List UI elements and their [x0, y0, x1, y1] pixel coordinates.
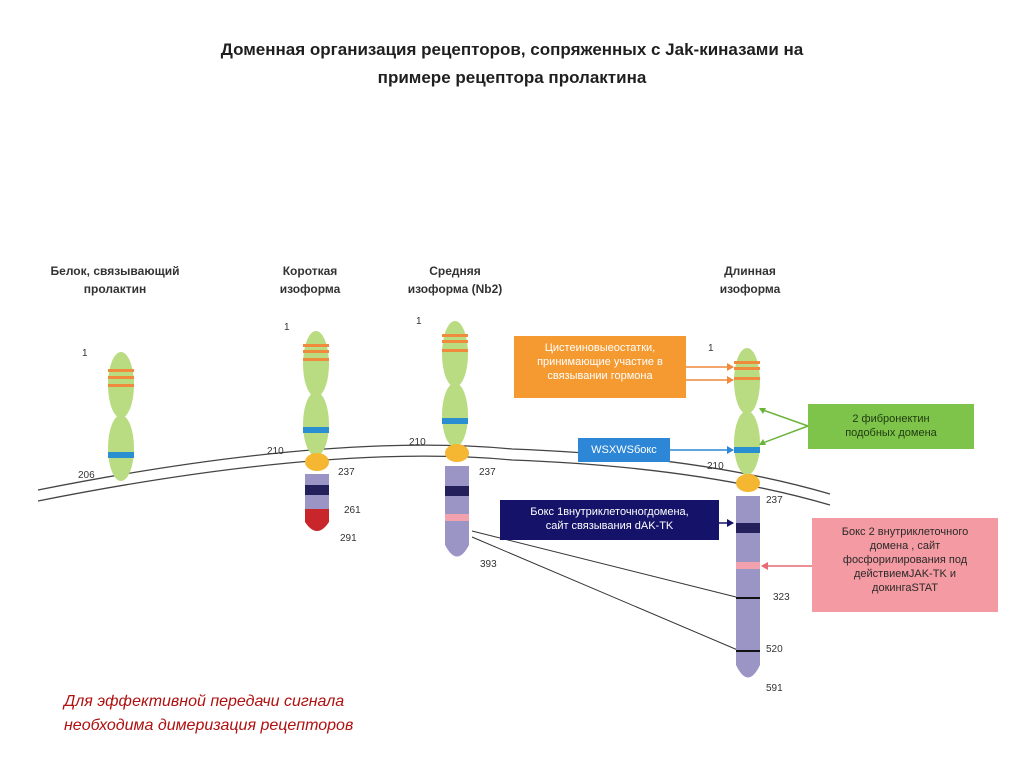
fibronectin-domain-1 [303, 331, 329, 397]
column-binding-protein: Белок, связывающий пролактин [40, 262, 190, 298]
fibronectin-domain-2 [303, 392, 329, 456]
cytoplasmic-domain [445, 466, 469, 557]
footer-note: Для эффективной передачи сигнала необход… [64, 690, 353, 738]
column-line: Короткая [282, 264, 338, 278]
callout-line: сайт связывания dAK-TK [545, 520, 674, 532]
slide-title-line2: примере рецептора пролактина [377, 68, 647, 87]
membrane-line-upper [37, 444, 831, 495]
callout-line: Бокс 1внутриклеточногдомена, [530, 506, 689, 518]
wsxws-band [303, 427, 329, 433]
wsxws-band [108, 452, 134, 458]
box1-band [736, 523, 760, 533]
cytoplasmic-domain [736, 496, 760, 678]
cysteine-band [303, 350, 329, 353]
wsxws-band [442, 418, 468, 424]
column-line: Средняя [429, 264, 481, 278]
cysteine-band [108, 369, 134, 372]
cysteine-band [734, 377, 760, 380]
callout-line: принимающие участие в [537, 356, 663, 368]
callout-box2: Бокс 2 внутриклеточного домена , сайт фо… [812, 518, 998, 612]
long-isoform [734, 348, 760, 678]
column-line: изоформа (Nb2) [407, 282, 503, 296]
fibronectin-domain-1 [734, 348, 760, 414]
fibronectin-domain-2 [734, 411, 760, 475]
residue-label: 591 [766, 683, 783, 694]
short-isoform [303, 331, 329, 531]
column-long-isoform: Длинная изоформа [690, 262, 810, 298]
residue-label: 323 [773, 592, 790, 603]
footer-line: необходима димеризация рецепторов [64, 717, 354, 734]
fibronectin-domain-1 [442, 321, 468, 387]
slide-title: Доменная организация рецепторов, сопряже… [0, 36, 1024, 92]
residue-label: 261 [344, 505, 361, 516]
connector-line [471, 530, 741, 599]
arrows [670, 363, 812, 570]
footer-line: Для эффективной передачи сигнала [64, 693, 345, 710]
callout-line: докингаSTAT [872, 582, 938, 594]
residue-label: 291 [340, 533, 357, 544]
connector-line [471, 536, 741, 652]
column-line: Длинная [724, 264, 776, 278]
fibronectin-domain-2 [442, 383, 468, 447]
residue-label: 1 [284, 322, 290, 333]
cysteine-band [734, 367, 760, 370]
cysteine-band [108, 376, 134, 379]
callout-cysteine: Цистеиновыеостатки, принимающие участие … [514, 336, 686, 398]
residue-label: 206 [78, 470, 95, 481]
callout-line: связывании гормона [547, 370, 653, 382]
fibronectin-arrow [759, 408, 809, 427]
callout-line: 2 фибронектин [852, 413, 930, 425]
cysteine-band [442, 340, 468, 343]
callout-wsxws: WSXWSбокс [578, 438, 670, 462]
box1-band [305, 485, 329, 495]
cysteine-band [303, 358, 329, 361]
callout-line: Бокс 2 внутриклеточного [841, 526, 969, 538]
box2-band [736, 562, 760, 569]
box1-band [445, 486, 469, 496]
column-line: изоформа [719, 282, 781, 296]
cysteine-band [734, 361, 760, 364]
residue-label: 237 [479, 467, 496, 478]
cysteine-band [108, 384, 134, 387]
fibronectin-arrow [759, 425, 809, 445]
transmembrane-junction [736, 474, 760, 492]
callout-box1: Бокс 1внутриклеточногдомена, сайт связыв… [500, 500, 719, 540]
slide-title-line1: Доменная организация рецепторов, сопряже… [220, 40, 804, 59]
cysteine-band [303, 344, 329, 347]
fibronectin-domain-2 [108, 415, 134, 481]
column-line: пролактин [83, 282, 147, 296]
residue-label: 210 [707, 461, 724, 472]
column-line: изоформа [279, 282, 341, 296]
column-line: Белок, связывающий [50, 264, 180, 278]
transmembrane-junction [305, 453, 329, 471]
binding-protein [108, 352, 134, 481]
cysteine-band [442, 334, 468, 337]
box2-band [445, 514, 469, 521]
residue-label: 393 [480, 559, 497, 570]
middle-isoform [442, 321, 469, 557]
residue-label: 237 [338, 467, 355, 478]
callout-line: подобных домена [845, 427, 937, 439]
residue-label: 210 [267, 446, 284, 457]
residue-label: 1 [416, 316, 422, 327]
residue-label: 1 [708, 343, 714, 354]
transmembrane-junction [445, 444, 469, 462]
callout-line: фосфорилирования под [842, 554, 968, 566]
residue-label: 520 [766, 644, 783, 655]
callout-line: домена , сайт [869, 540, 941, 552]
column-middle-isoform: Средняя изоформа (Nb2) [385, 262, 525, 298]
cysteine-band [442, 349, 468, 352]
wsxws-band [734, 447, 760, 453]
column-short-isoform: Короткая изоформа [250, 262, 370, 298]
residue-label: 237 [766, 495, 783, 506]
membrane-line-lower [37, 455, 831, 506]
callout-fibronectin: 2 фибронектин подобных домена [808, 404, 974, 449]
callout-line: Цистеиновыеостатки, [544, 342, 656, 354]
callout-line: действиемJAK-TK и [854, 568, 956, 580]
callout-line: WSXWSбокс [591, 444, 657, 456]
residue-label: 210 [409, 437, 426, 448]
short-red-tail [305, 509, 329, 531]
residue-label: 1 [82, 348, 88, 359]
